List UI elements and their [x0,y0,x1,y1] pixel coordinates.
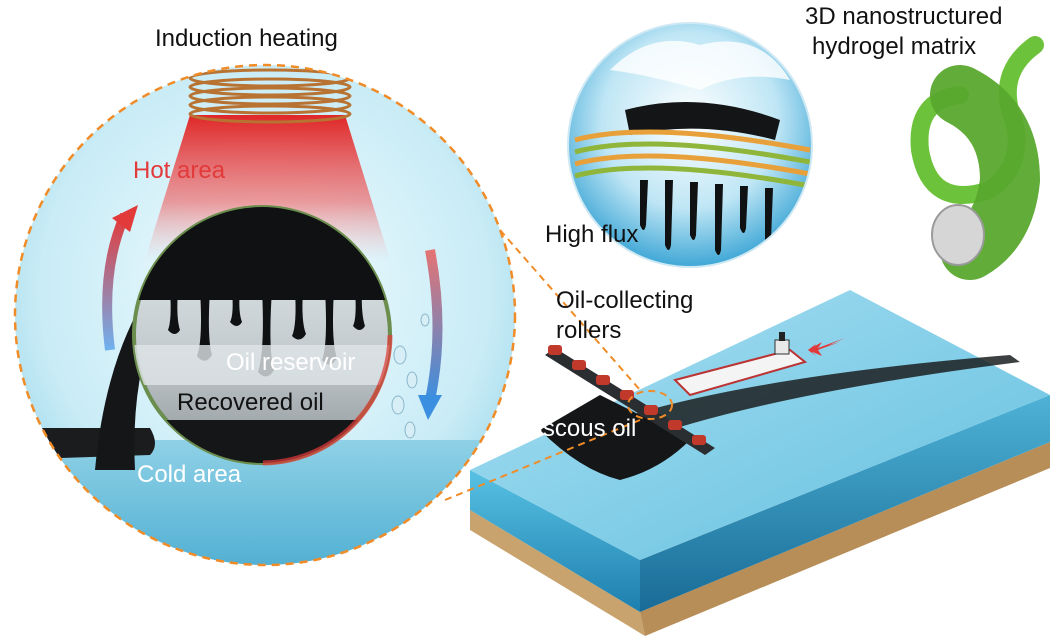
hydrogel-strand [910,36,1044,280]
water-side-face [640,395,1050,612]
water-splash [610,40,790,90]
water-surface [470,290,1050,560]
label-viscous-oil: Viscous oil [522,415,636,442]
rising-flow-arrow [102,212,130,351]
water-front-face [470,470,640,612]
label-hot-area: Hot area [133,157,226,184]
oil-flux-drips [640,180,773,255]
label-nanostructure-line1: 3D nanostructured [805,3,1002,30]
strand-cross-section [931,204,985,266]
seabed [470,510,645,636]
hydrogel-mesh [574,129,811,189]
label-nanostructure-line2: hydrogel matrix [812,33,976,60]
label-induction-heating: Induction heating [155,25,338,52]
water-layer [15,440,515,565]
drum-zoom-outline [13,63,517,567]
drum-zoom-circle [13,63,517,567]
viscous-oil-slick [540,395,690,480]
tanker-ship [673,332,808,397]
oil-collecting-rollers [545,345,715,455]
oil-layer-on-mesh [625,102,780,140]
falling-flow-arrow [425,249,443,402]
ocean-block [470,290,1050,636]
label-cold-area: Cold area [137,461,242,488]
label-high-flux: High flux [545,221,638,248]
label-oil-reservoir: Oil reservoir [226,349,355,376]
zoom-connector-lines [444,229,673,501]
flux-zoom-circle [567,22,813,268]
label-rollers-line1: Oil-collecting [556,287,693,314]
label-layer: Induction heating Hot area Oil reservoir… [133,3,1002,488]
water-droplets [391,313,430,439]
label-recovered-oil: Recovered oil [177,389,324,416]
label-rollers-line2: rollers [556,317,621,344]
